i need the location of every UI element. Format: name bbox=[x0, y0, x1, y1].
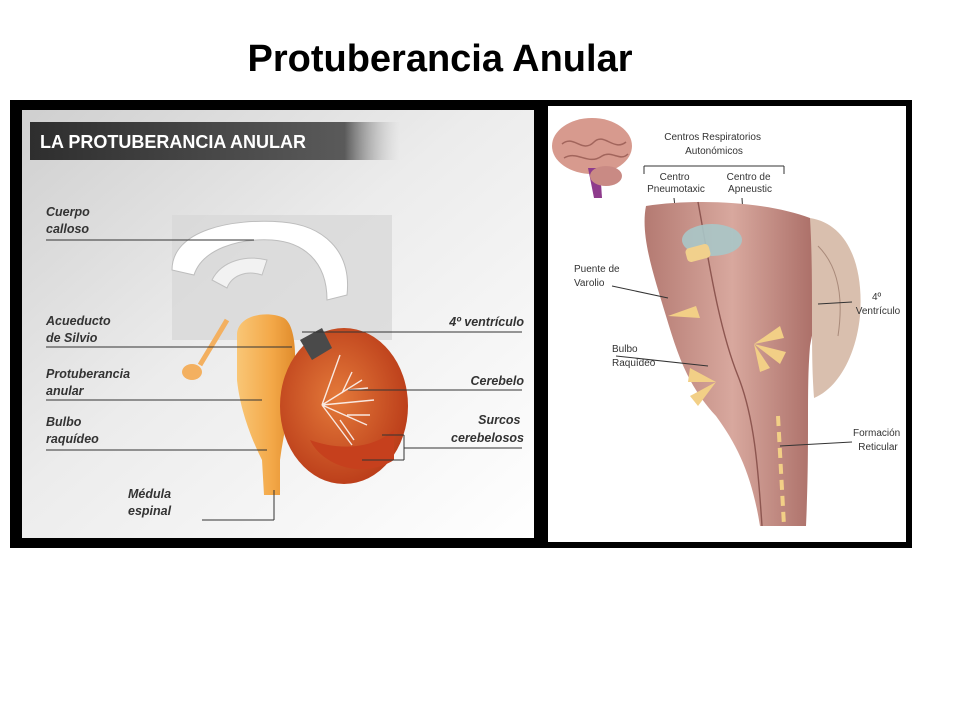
brainstem-respiratory-diagram: Centros Respiratorios Autonómicos Centro… bbox=[552, 118, 903, 527]
brainstem-shape bbox=[237, 314, 296, 495]
left-diagram-panel: LA PROTUBERANCIA ANULAR bbox=[22, 110, 534, 538]
label-acueducto: Acueducto de Silvio bbox=[45, 314, 114, 345]
banner-text: LA PROTUBERANCIA ANULAR bbox=[40, 132, 306, 152]
reticular-column bbox=[776, 415, 786, 527]
label-bulbo-right: Bulbo Raquídeo bbox=[612, 344, 656, 369]
sagittal-brain-diagram: LA PROTUBERANCIA ANULAR bbox=[22, 110, 534, 538]
cerebellum-folds bbox=[817, 245, 841, 337]
leader-lines bbox=[46, 239, 522, 521]
brain-thumbnail bbox=[552, 118, 632, 198]
label-ventriculo: 4º ventrículo bbox=[448, 315, 524, 329]
label-formacion: Formación Reticular bbox=[853, 428, 903, 453]
right-diagram-panel: Centros Respiratorios Autonómicos Centro… bbox=[548, 106, 906, 542]
right-leader-lines bbox=[611, 285, 853, 447]
nerve-fans bbox=[668, 306, 786, 406]
banner bbox=[30, 122, 400, 160]
label-cuerpo-calloso: Cuerpo calloso bbox=[46, 205, 93, 236]
label-centros: Centros Respiratorios Autonómicos bbox=[664, 132, 764, 157]
fourth-ventricle-shape bbox=[300, 328, 332, 360]
cerebellar-folia bbox=[310, 430, 394, 470]
arbor-vitae bbox=[321, 354, 375, 446]
label-apneustic: Centro de Apneustic bbox=[727, 172, 774, 195]
label-surcos: Surcos cerebelosos bbox=[451, 413, 524, 445]
fornix-shape bbox=[211, 257, 268, 289]
corpus-callosum-shape bbox=[171, 220, 349, 301]
label-cerebelo: Cerebelo bbox=[471, 374, 525, 388]
cerebellum-side bbox=[810, 218, 861, 398]
cranial-nerve-shape bbox=[685, 244, 711, 262]
slide-title: Protuberancia Anular bbox=[247, 38, 633, 80]
label-ventriculo-right: 4º Ventrículo bbox=[856, 292, 901, 317]
label-medula: Médula espinal bbox=[128, 487, 175, 518]
brainstem-body bbox=[644, 202, 821, 526]
label-bulbo: Bulbo raquídeo bbox=[46, 415, 99, 446]
label-puente: Puente de Varolio bbox=[574, 264, 622, 289]
pituitary-stalk bbox=[197, 318, 230, 367]
pituitary-shape bbox=[182, 364, 202, 380]
label-pneumotaxic: Centro Pneumotaxic bbox=[647, 172, 705, 195]
label-protuberancia: Protuberancia anular bbox=[46, 367, 134, 398]
